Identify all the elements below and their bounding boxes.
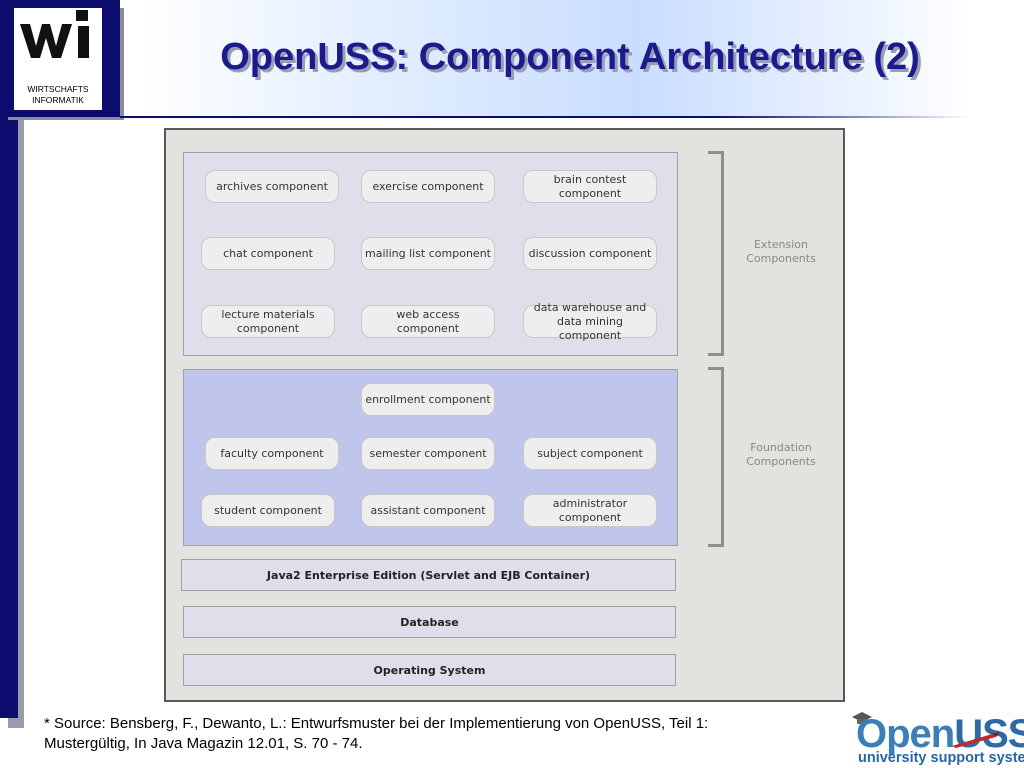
foundation-bracket	[708, 367, 724, 547]
extension-label-line1: Extension	[753, 238, 808, 251]
administrator-component-label: administrator component	[553, 497, 627, 525]
web-access-component-label: web access component	[396, 307, 460, 335]
archives-component: archives component	[205, 170, 339, 203]
j2ee-layer-label: Java2 Enterprise Edition (Servlet and EJ…	[266, 568, 591, 582]
database-layer-label: Database	[400, 615, 459, 629]
extension-bracket	[708, 151, 724, 356]
chat-component: chat component	[201, 237, 335, 270]
lecture-materials-component-label: lecture materials component	[221, 308, 314, 336]
openuss-open: Open	[856, 712, 955, 756]
subject-component: subject component	[523, 437, 657, 470]
discussion-component: discussion component	[523, 237, 657, 270]
faculty-component-label: faculty component	[220, 446, 324, 460]
left-navy-bar	[0, 0, 18, 718]
mailing-list-component: mailing list component	[361, 237, 495, 270]
mailing-list-component-label: mailing list component	[365, 246, 491, 260]
administrator-line2: component	[558, 510, 622, 524]
openuss-tagline: university support system	[858, 750, 1024, 766]
extension-label: Extension Components	[731, 238, 831, 266]
data-warehouse-line1: data warehouse and	[533, 300, 647, 314]
brain-contest-line1: brain contest	[553, 172, 627, 186]
foundation-label-line2: Components	[746, 455, 816, 468]
student-component-label: student component	[214, 503, 322, 517]
brain-contest-component-label: brain contest component	[554, 173, 627, 201]
openuss-uss: USS	[954, 712, 1024, 756]
assistant-component-label: assistant component	[370, 503, 486, 517]
foundation-label-line1: Foundation	[750, 441, 812, 454]
pen-icon	[952, 732, 1000, 748]
data-warehouse-component: data warehouse and data mining component	[523, 301, 657, 342]
discussion-component-label: discussion component	[528, 246, 652, 260]
archives-component-label: archives component	[216, 179, 328, 193]
web-access-component: web access component	[361, 305, 495, 338]
operating-system-layer: Operating System	[183, 654, 676, 686]
enrollment-component-label: enrollment component	[365, 392, 491, 406]
wi-logo-line2: INFORMATIK	[32, 95, 84, 105]
semester-component-label: semester component	[369, 446, 487, 460]
title-band	[140, 0, 970, 118]
exercise-component: exercise component	[361, 170, 495, 203]
foundation-components-group: enrollment component faculty component s…	[183, 369, 678, 546]
administrator-line1: administrator	[552, 496, 628, 510]
wi-logo-line1: WIRTSCHAFTS	[27, 84, 89, 94]
lecture-materials-line1: lecture materials	[221, 307, 315, 321]
foundation-label: Foundation Components	[731, 441, 831, 469]
source-line1: * Source: Bensberg, F., Dewanto, L.: Ent…	[44, 715, 709, 732]
subject-component-label: subject component	[537, 446, 643, 460]
exercise-component-label: exercise component	[372, 179, 484, 193]
faculty-component: faculty component	[205, 437, 339, 470]
lecture-materials-component: lecture materials component	[201, 305, 335, 338]
title-rule	[120, 116, 970, 118]
operating-system-layer-label: Operating System	[373, 663, 486, 677]
enrollment-component: enrollment component	[361, 383, 495, 416]
source-citation: * Source: Bensberg, F., Dewanto, L.: Ent…	[44, 714, 824, 754]
chat-component-label: chat component	[223, 246, 313, 260]
openuss-logo: OpenUSS university support system	[852, 708, 1024, 768]
wi-logo: WIRTSCHAFTS INFORMATIK	[0, 0, 120, 117]
database-layer: Database	[183, 606, 676, 638]
graduation-cap-icon	[852, 712, 872, 724]
wi-logo-mark	[20, 10, 89, 58]
extension-label-line2: Components	[746, 252, 816, 265]
openuss-wordmark: OpenUSS	[856, 708, 1024, 760]
architecture-diagram: archives component exercise component br…	[164, 128, 845, 702]
student-component: student component	[201, 494, 335, 527]
j2ee-layer: Java2 Enterprise Edition (Servlet and EJ…	[181, 559, 676, 591]
data-warehouse-line2: data mining component	[556, 314, 624, 342]
slide-title: OpenUSS: Component Architecture (2)	[220, 36, 920, 78]
assistant-component: assistant component	[361, 494, 495, 527]
brain-contest-component: brain contest component	[523, 170, 657, 203]
semester-component: semester component	[361, 437, 495, 470]
wi-logo-text: WIRTSCHAFTS INFORMATIK	[14, 84, 102, 106]
extension-components-group: archives component exercise component br…	[183, 152, 678, 356]
data-warehouse-component-label: data warehouse and data mining component	[527, 301, 653, 343]
administrator-component: administrator component	[523, 494, 657, 527]
lecture-materials-line2: component	[236, 321, 300, 335]
source-line2: Mustergültig, In Java Magazin 12.01, S. …	[44, 735, 363, 752]
wi-logo-panel: WIRTSCHAFTS INFORMATIK	[14, 8, 102, 110]
brain-contest-line2: component	[558, 186, 622, 200]
